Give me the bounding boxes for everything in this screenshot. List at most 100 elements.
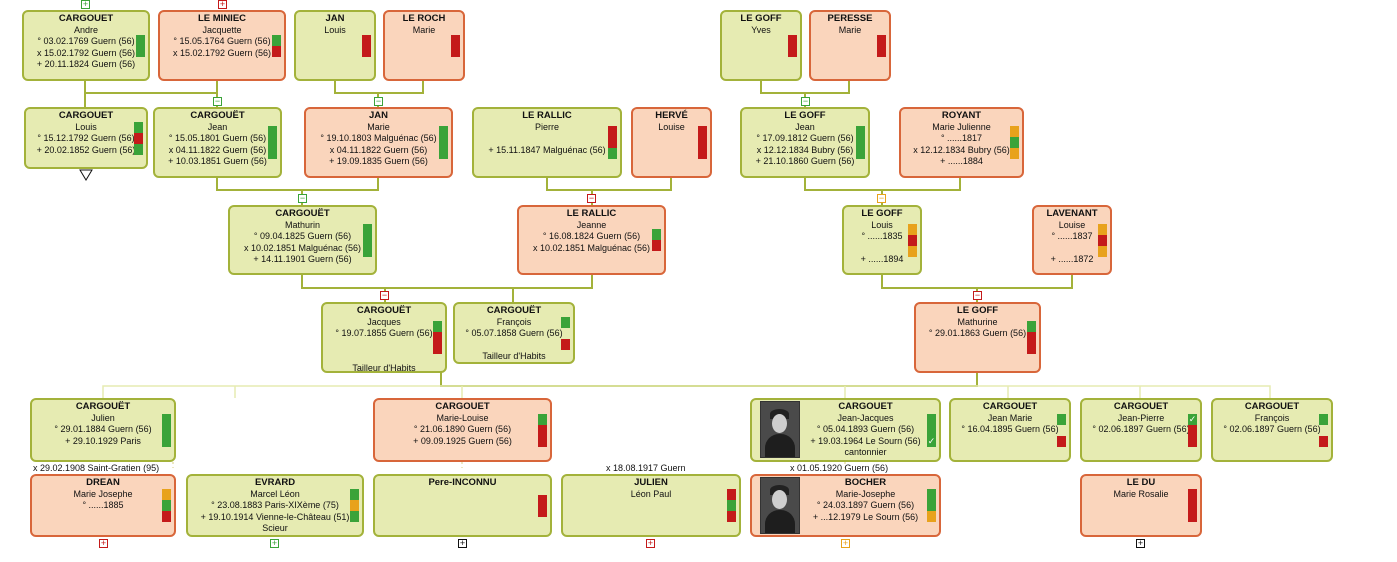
person-card-cargouet-jean-marie[interactable]: CARGOUET Jean Marie ° 16.04.1895 Guern (… (949, 398, 1071, 462)
person-card-le-goff-yves[interactable]: LE GOFF Yves (720, 10, 802, 81)
collapse-ancestors-button[interactable]: − (973, 290, 982, 300)
death-event: + ......1872 (1050, 254, 1094, 264)
birth-event: ° 29.01.1863 Guern (56) (928, 328, 1027, 338)
person-card-le-roch-marie[interactable]: LE ROCH Marie (383, 10, 465, 81)
death-event: + ......1884 (940, 156, 983, 166)
person-card-herve-louise[interactable]: HERVÉ Louise (631, 107, 712, 178)
collapse-ancestors-button[interactable]: − (380, 290, 389, 300)
check-icon: ✓ (927, 435, 936, 447)
person-card-royant-marie-julienne[interactable]: ROYANT Marie Julienne ° ......1817 x 12.… (899, 107, 1024, 178)
given-name: Jacques (367, 316, 401, 327)
expand-ancestors-button[interactable]: + (1136, 538, 1145, 548)
source-flags (162, 476, 171, 535)
surname: CARGOUËT (190, 110, 245, 121)
expand-descendants-triangle-icon[interactable] (79, 169, 93, 181)
source-flags (788, 12, 797, 79)
source-flags (1010, 109, 1019, 176)
given-name: Louise (1058, 219, 1086, 230)
collapse-ancestors-button[interactable]: − (877, 193, 886, 203)
person-card-pere-inconnu[interactable]: Pere-INCONNU (373, 474, 552, 537)
expand-ancestors-button[interactable]: + (841, 538, 850, 548)
person-card-bocher-marie-josephe[interactable]: BOCHER Marie-Josephe ° 24.03.1897 Guern … (750, 474, 941, 537)
birth-event: ° ......1837 (1051, 231, 1093, 241)
source-flags (363, 207, 372, 273)
source-flags (433, 304, 442, 371)
person-card-cargouet-mathurin[interactable]: CARGOUËT Mathurin ° 09.04.1825 Guern (56… (228, 205, 377, 275)
collapse-ancestors-button[interactable]: − (587, 193, 596, 203)
person-card-jan-marie[interactable]: JAN Marie ° 19.10.1803 Malguénac (56) x … (304, 107, 453, 178)
person-card-le-goff-jean[interactable]: LE GOFF Jean ° 17.09.1812 Guern (56) x 1… (740, 107, 870, 178)
source-flags (1027, 304, 1036, 371)
given-name: Louis (324, 24, 346, 35)
surname: Pere-INCONNU (428, 477, 497, 488)
person-card-le-du-marie-rosalie[interactable]: LE DU Marie Rosalie (1080, 474, 1202, 537)
birth-event: ° 15.05.1764 Guern (56) (173, 36, 271, 46)
death-event: + 21.10.1860 Guern (56) (755, 156, 855, 166)
source-flags (268, 109, 277, 176)
person-card-jan-louis[interactable]: JAN Louis (294, 10, 376, 81)
surname: CARGOUET (838, 401, 893, 412)
source-flags (439, 109, 448, 176)
person-card-julien-leon-paul[interactable]: JULIEN Léon Paul (561, 474, 741, 537)
person-card-cargouet-andre[interactable]: CARGOUET Andre ° 03.02.1769 Guern (56) x… (22, 10, 150, 81)
marriage-event: x 04.11.1822 Guern (56) (329, 144, 428, 155)
source-flags (877, 12, 886, 79)
person-card-cargouet-francois-1897[interactable]: CARGOUET François ° 02.06.1897 Guern (56… (1211, 398, 1333, 462)
source-flags (134, 109, 143, 167)
person-card-cargouet-julien[interactable]: CARGOUËT Julien ° 29.01.1884 Guern (56) … (30, 398, 176, 462)
link-gen3-cargouet (301, 275, 593, 302)
person-card-cargouet-marie-louise[interactable]: CARGOUET Marie-Louise ° 21.06.1890 Guern… (373, 398, 552, 462)
given-name: Marie Julienne (932, 121, 991, 132)
person-card-drean-marie-josephe[interactable]: DREAN Marie Josephe ° ......1885 (30, 474, 176, 537)
person-card-cargouet-louis[interactable]: CARGOUET Louis ° 15.12.1792 Guern (56) +… (24, 107, 148, 169)
surname: EVRARD (254, 477, 296, 488)
person-card-le-goff-mathurine[interactable]: LE GOFF Mathurine ° 29.01.1863 Guern (56… (914, 302, 1041, 373)
source-flags (652, 207, 661, 273)
person-card-cargouet-jean[interactable]: CARGOUËT Jean ° 15.05.1801 Guern (56) x … (153, 107, 282, 178)
expand-ancestors-button[interactable]: + (270, 538, 279, 548)
person-card-cargouet-francois-1858[interactable]: CARGOUËT François ° 05.07.1858 Guern (56… (453, 302, 575, 364)
collapse-ancestors-button[interactable]: − (213, 96, 222, 106)
surname: LE GOFF (861, 208, 903, 219)
expand-ancestors-button[interactable]: + (99, 538, 108, 548)
surname: LE RALLIC (566, 208, 617, 219)
expand-ancestors-button[interactable]: + (81, 0, 90, 9)
person-card-le-goff-louis[interactable]: LE GOFF Louis ° ......1835 + ......1894 (842, 205, 922, 275)
death-event: + 20.02.1852 Guern (56) (36, 144, 136, 155)
collapse-ancestors-button[interactable]: − (801, 96, 810, 106)
surname: CARGOUET (982, 401, 1038, 412)
expand-ancestors-button[interactable]: + (458, 538, 467, 548)
person-card-cargouet-jacques[interactable]: CARGOUËT Jacques ° 19.07.1855 Guern (56)… (321, 302, 447, 373)
person-card-evrard-marcel-leon[interactable]: EVRARD Marcel Léon ° 23.08.1883 Paris-XI… (186, 474, 364, 537)
collapse-ancestors-button[interactable]: − (298, 193, 307, 203)
given-name: Louis (75, 121, 97, 132)
surname: JAN (325, 13, 345, 24)
surname: CARGOUET (1113, 401, 1169, 412)
collapse-ancestors-button[interactable]: − (374, 96, 383, 106)
surname: LE RALLIC (522, 110, 572, 121)
birth-event: ° 24.03.1897 Guern (56) (816, 500, 915, 510)
surname: LE GOFF (956, 305, 999, 316)
person-card-lavenant-louise[interactable]: LAVENANT Louise ° ......1837 + ......187… (1032, 205, 1112, 275)
source-flags (1057, 400, 1066, 460)
birth-event: ° ......1885 (82, 500, 124, 510)
marriage-event: x 04.11.1822 Guern (56) (168, 144, 267, 155)
person-card-le-rallic-pierre[interactable]: LE RALLIC Pierre + 15.11.1847 Malguénac … (472, 107, 622, 178)
birth-event: ° 19.07.1855 Guern (56) (335, 328, 433, 338)
given-name: Jean-Pierre (1117, 412, 1165, 423)
person-card-cargouet-jean-jacques[interactable]: CARGOUET Jean-Jacques ° 05.04.1893 Guern… (750, 398, 941, 462)
surname: LE MINIEC (197, 13, 247, 24)
given-name: Jean-Jacques (837, 412, 894, 423)
birth-event: ° 05.04.1893 Guern (56) (816, 424, 915, 434)
person-card-peresse-marie[interactable]: PERESSE Marie (809, 10, 891, 81)
person-card-le-rallic-jeanne[interactable]: LE RALLIC Jeanne ° 16.08.1824 Guern (56)… (517, 205, 666, 275)
person-card-le-miniec-jacquette[interactable]: LE MINIEC Jacquette ° 15.05.1764 Guern (… (158, 10, 286, 81)
source-flags (451, 12, 460, 79)
expand-ancestors-button[interactable]: + (218, 0, 227, 9)
person-card-cargouet-jean-pierre[interactable]: CARGOUET Jean-Pierre ° 02.06.1897 Guern … (1080, 398, 1202, 462)
expand-ancestors-button[interactable]: + (646, 538, 655, 548)
surname: CARGOUËT (75, 401, 131, 412)
source-flags (1098, 207, 1107, 273)
given-name: Mathurine (957, 316, 998, 327)
death-event: + 19.03.1964 Le Sourn (56) (810, 435, 921, 446)
